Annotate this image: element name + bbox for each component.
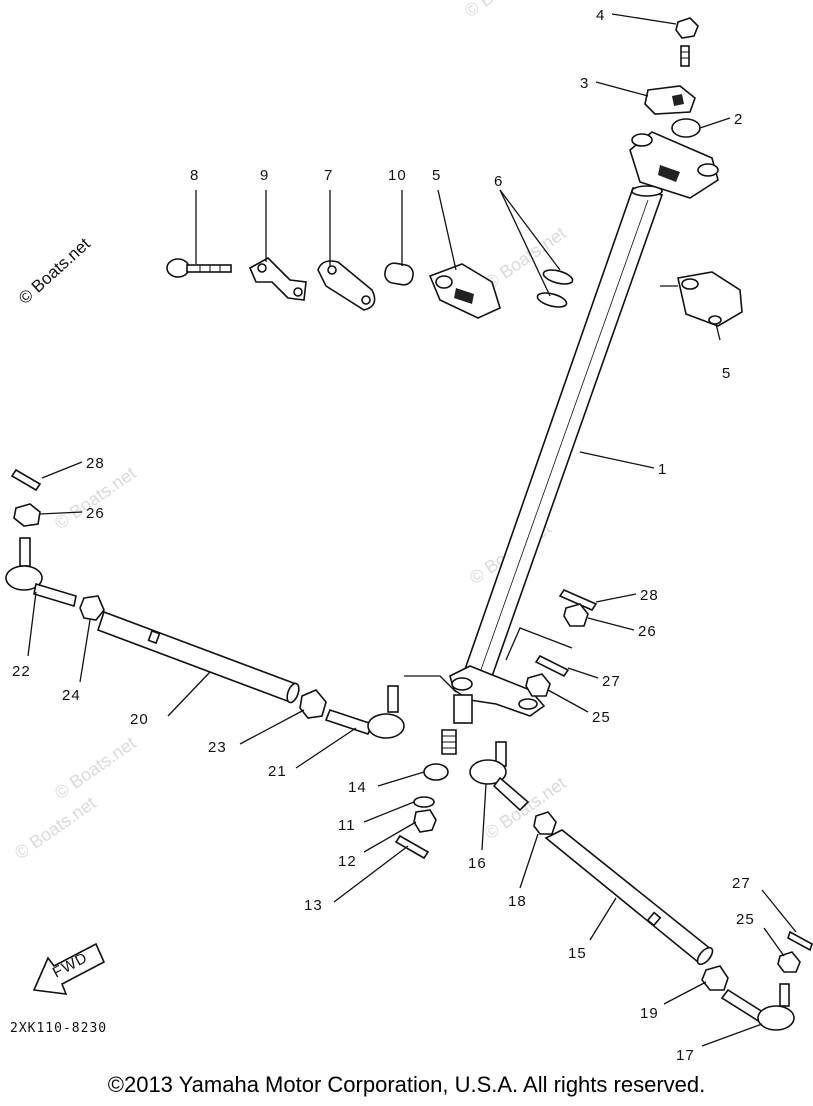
copyright-notice: ©2013 Yamaha Motor Corporation, U.S.A. A… bbox=[107, 1072, 706, 1097]
callout-4: 4 bbox=[596, 7, 605, 24]
callout-5-right: 5 bbox=[722, 365, 731, 382]
callout-28-right: 28 bbox=[640, 587, 659, 604]
callout-11: 11 bbox=[338, 817, 356, 834]
faint-watermarks: © Boats.net © Boats.net © Boats.net © Bo… bbox=[11, 0, 570, 863]
steering-parts-diagram: © Boats.net © Boats.net © Boats.net © Bo… bbox=[5, 0, 813, 1060]
holder-part-3 bbox=[644, 85, 696, 115]
lock-washer-part-9 bbox=[248, 257, 307, 301]
bushing-part-2 bbox=[671, 118, 701, 138]
callout-25-upper: 25 bbox=[592, 709, 611, 726]
callout-5-left: 5 bbox=[432, 167, 441, 184]
callout-9: 9 bbox=[260, 167, 269, 184]
callout-7: 7 bbox=[324, 167, 333, 184]
callout-19: 19 bbox=[640, 1005, 659, 1022]
callout-21: 21 bbox=[268, 763, 287, 780]
callout-24: 24 bbox=[62, 687, 81, 704]
callout-27-upper: 27 bbox=[602, 673, 621, 690]
callout-27-lower: 27 bbox=[732, 875, 751, 892]
collar-part-10 bbox=[384, 262, 414, 286]
callout-20: 20 bbox=[130, 711, 149, 728]
callout-3: 3 bbox=[580, 75, 589, 92]
callout-1: 1 bbox=[658, 461, 667, 478]
seal-part-14 bbox=[423, 763, 449, 781]
callout-8: 8 bbox=[190, 167, 199, 184]
watermark-faint: © Boats.net bbox=[461, 0, 550, 21]
watermark-faint: © Boats.net bbox=[11, 793, 100, 863]
clamp-part-5-right bbox=[677, 271, 743, 327]
callout-10: 10 bbox=[388, 167, 407, 184]
tie-rod-part-15 bbox=[544, 829, 714, 966]
nut-part-18 bbox=[533, 811, 557, 835]
plate-part-7 bbox=[317, 260, 376, 311]
boats-net-watermark: © Boats.net bbox=[15, 234, 94, 308]
nut-part-4 bbox=[675, 17, 699, 67]
callout-13: 13 bbox=[304, 897, 323, 914]
callout-18: 18 bbox=[508, 893, 527, 910]
nut-part-12 bbox=[413, 809, 437, 833]
nut-part-24 bbox=[79, 595, 105, 621]
callout-22: 22 bbox=[12, 663, 31, 680]
callout-2: 2 bbox=[734, 111, 743, 128]
callout-labels: 4 3 2 5 1 8 9 7 10 5 6 28 26 22 24 20 23… bbox=[12, 7, 755, 1060]
tie-rod-end-part-21 bbox=[324, 685, 405, 739]
cotter-pin-part-27-lower bbox=[787, 930, 813, 952]
callout-15: 15 bbox=[568, 945, 587, 962]
cotter-pin-part-28-left bbox=[10, 468, 42, 492]
callout-16: 16 bbox=[468, 855, 487, 872]
diagram-code: 2XK110-8230 bbox=[10, 1021, 107, 1036]
tie-rod-end-part-17 bbox=[720, 983, 795, 1031]
callout-25-lower: 25 bbox=[736, 911, 755, 928]
tie-rod-part-20 bbox=[96, 610, 300, 704]
nut-part-19 bbox=[701, 965, 729, 991]
nut-part-26-left bbox=[13, 503, 41, 527]
steering-column-shaft bbox=[461, 185, 664, 683]
cotter-pin-part-28-right bbox=[558, 588, 598, 612]
washer-part-11 bbox=[413, 796, 435, 808]
callout-17: 17 bbox=[676, 1047, 695, 1060]
leader-lines bbox=[27, 13, 797, 1047]
callout-23: 23 bbox=[208, 739, 227, 756]
callout-28-left: 28 bbox=[86, 455, 105, 472]
callout-26-right: 26 bbox=[638, 623, 657, 640]
tie-rod-end-part-16 bbox=[469, 741, 530, 812]
fwd-arrow-icon: FWD bbox=[32, 942, 106, 995]
column-lower-arm bbox=[441, 665, 546, 755]
column-upper-bracket bbox=[629, 131, 719, 199]
callout-12: 12 bbox=[338, 853, 357, 870]
nut-part-23 bbox=[299, 689, 327, 719]
clamp-part-5-left bbox=[428, 263, 501, 319]
tie-rod-end-part-22 bbox=[5, 537, 77, 608]
watermark-faint: © Boats.net bbox=[51, 463, 140, 533]
cotter-pin-part-27-upper bbox=[534, 654, 570, 678]
callout-26-left: 26 bbox=[86, 505, 105, 522]
washer-part-6 bbox=[536, 269, 574, 308]
callout-14: 14 bbox=[348, 779, 367, 796]
nut-part-25-lower bbox=[777, 951, 801, 973]
nut-part-25-upper bbox=[525, 673, 551, 697]
callout-6: 6 bbox=[494, 173, 503, 190]
nut-part-26-right bbox=[563, 603, 589, 627]
cotter-pin-part-13 bbox=[394, 834, 430, 860]
watermark-faint: © Boats.net bbox=[51, 733, 140, 803]
bolt-part-8 bbox=[166, 258, 232, 278]
